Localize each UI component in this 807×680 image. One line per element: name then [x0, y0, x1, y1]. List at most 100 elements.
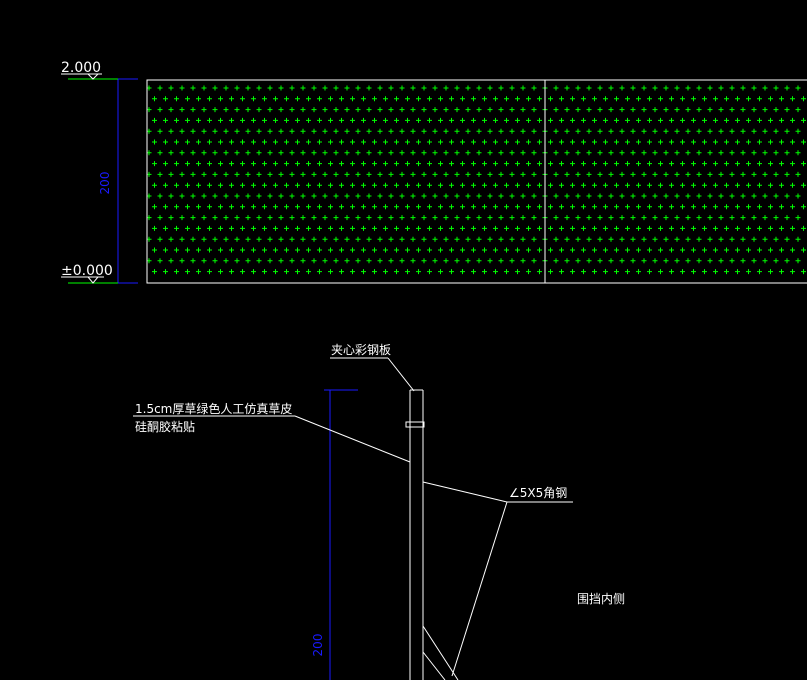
hatch-mark: [636, 161, 641, 167]
hatch-mark: [757, 247, 762, 253]
hatch-mark: [575, 85, 581, 91]
hatch-mark: [773, 150, 779, 156]
hatch-mark: [658, 247, 663, 253]
hatch-mark: [487, 236, 493, 242]
hatch-mark: [619, 236, 625, 242]
hatch-mark: [383, 225, 388, 231]
hatch-mark: [564, 107, 570, 113]
hatch-mark: [581, 225, 586, 231]
hatch-mark: [152, 117, 157, 123]
hatch-mark: [262, 139, 267, 145]
hatch-mark: [201, 128, 207, 134]
hatch-mark: [152, 161, 157, 167]
hatch-mark: [410, 215, 416, 221]
hatch-mark: [608, 236, 614, 242]
hatch-mark: [729, 171, 735, 177]
hatch-mark: [482, 269, 487, 275]
hatch-mark: [355, 85, 361, 91]
hatch-mark: [454, 150, 460, 156]
hatch-mark: [223, 171, 229, 177]
hatch-mark: [647, 96, 652, 102]
hatch-mark: [586, 85, 592, 91]
hatch-mark: [157, 85, 163, 91]
hatch-mark: [493, 247, 498, 253]
hatch-mark: [482, 161, 487, 167]
hatch-mark: [416, 225, 421, 231]
hatch-mark: [487, 215, 493, 221]
hatch-mark: [322, 193, 328, 199]
hatch-mark: [405, 117, 410, 123]
hatch-mark: [438, 117, 443, 123]
hatch-mark: [449, 225, 454, 231]
hatch-mark: [218, 139, 223, 145]
hatch-mark: [421, 215, 427, 221]
hatch-mark: [223, 215, 229, 221]
hatch-mark: [383, 117, 388, 123]
hatch-mark: [768, 182, 773, 188]
hatch-mark: [476, 215, 482, 221]
hatch-mark: [746, 117, 751, 123]
hatch-mark: [421, 258, 427, 264]
hatch-mark: [245, 236, 251, 242]
hatch-mark: [438, 225, 443, 231]
hatch-mark: [366, 236, 372, 242]
hatch-mark: [630, 171, 636, 177]
hatch-mark: [647, 139, 652, 145]
hatch-mark: [190, 236, 196, 242]
hatch-mark: [493, 117, 498, 123]
hatch-mark: [674, 128, 680, 134]
hatch-mark: [586, 193, 592, 199]
hatch-mark: [383, 182, 388, 188]
hatch-mark: [212, 85, 218, 91]
hatch-mark: [680, 247, 685, 253]
hatch-mark: [603, 139, 608, 145]
hatch-mark: [399, 258, 405, 264]
hatch-mark: [564, 236, 570, 242]
hatch-mark: [685, 128, 691, 134]
sandwich-panel-section[interactable]: [405, 389, 425, 680]
hatch-mark: [795, 128, 801, 134]
hatch-mark: [762, 193, 768, 199]
hatch-mark: [273, 117, 278, 123]
hatch-mark: [295, 204, 300, 210]
hatch-mark: [487, 193, 493, 199]
fence-panel-outline[interactable]: [146, 79, 807, 284]
hatch-mark: [157, 107, 163, 113]
hatch-mark: [570, 204, 575, 210]
hatch-mark: [300, 215, 306, 221]
hatch-mark: [361, 225, 366, 231]
hatch-mark: [174, 139, 179, 145]
hatch-mark: [432, 171, 438, 177]
hatch-mark: [372, 96, 377, 102]
hatch-mark: [790, 96, 795, 102]
hatch-mark: [795, 215, 801, 221]
artificial-turf-hatch: [146, 85, 806, 275]
hatch-mark: [234, 258, 240, 264]
hatch-mark: [735, 117, 740, 123]
hatch-mark: [190, 215, 196, 221]
hatch-mark: [179, 215, 185, 221]
hatch-mark: [537, 139, 542, 145]
hatch-mark: [350, 204, 355, 210]
hatch-mark: [647, 225, 652, 231]
angle-steel-brace[interactable]: [422, 625, 459, 680]
hatch-mark: [702, 139, 707, 145]
hatch-mark: [531, 258, 537, 264]
hatch-mark: [218, 247, 223, 253]
hatch-mark: [300, 236, 306, 242]
hatch-mark: [630, 258, 636, 264]
hatch-mark: [361, 204, 366, 210]
hatch-mark: [388, 171, 394, 177]
hatch-mark: [300, 128, 306, 134]
hatch-mark: [586, 150, 592, 156]
hatch-mark: [201, 107, 207, 113]
hatch-mark: [603, 182, 608, 188]
hatch-mark: [520, 236, 526, 242]
hatch-mark: [658, 96, 663, 102]
hatch-mark: [432, 236, 438, 242]
hatch-mark: [460, 204, 465, 210]
hatch-mark: [273, 269, 278, 275]
hatch-mark: [570, 269, 575, 275]
hatch-mark: [438, 96, 443, 102]
hatch-mark: [361, 269, 366, 275]
